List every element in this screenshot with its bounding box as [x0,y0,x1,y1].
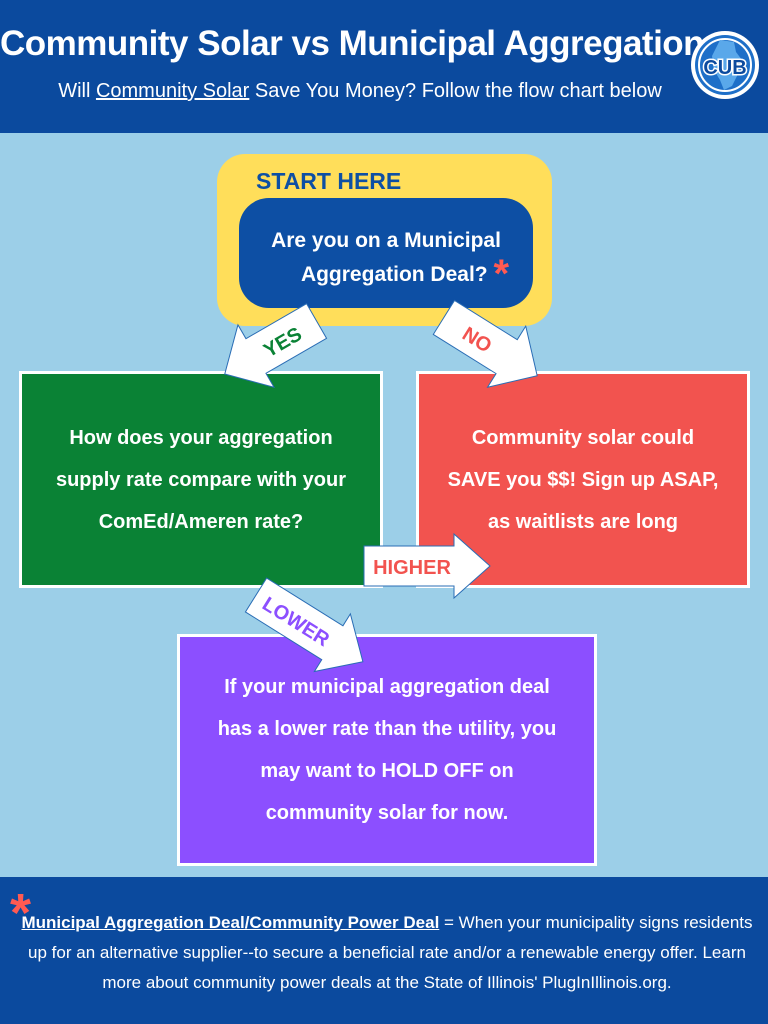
higher-label: HIGHER [373,557,451,579]
footer-definition: Municipal Aggregation Deal/Community Pow… [12,908,762,998]
subtitle-prefix: Will [58,80,96,102]
hold-off-box: If your municipal aggregation deal has a… [177,634,597,866]
no-arrow: NO [432,299,538,388]
compare-rate-text: How does your aggregation supply rate co… [55,426,347,533]
community-solar-link[interactable]: Community Solar [95,80,250,102]
page-title: Community Solar vs Municipal Aggregation [0,24,705,63]
footer-definition-text: = When your municipality signs residents… [28,913,753,992]
footer-asterisk: * [10,883,32,943]
start-question-line2: Aggregation Deal? [300,263,488,286]
lower-arrow: LOWER [244,577,364,673]
yes-arrow: YES [224,302,328,388]
subtitle-suffix: Save You Money? Follow the flow chart be… [249,80,662,102]
logo-text: CUB [703,57,746,79]
page-subtitle: Will Community Solar Save You Money? Fol… [0,80,720,103]
footer-banner [0,877,768,1024]
start-question-box [239,198,533,308]
higher-arrow: HIGHER [363,532,491,600]
asterisk-marker: * [493,252,510,296]
cub-logo: CUB [691,31,759,99]
compare-rate-box: How does your aggregation supply rate co… [19,371,383,588]
start-question: Are you on a Municipal Aggregation Deal?… [239,224,533,294]
start-here-label: START HERE [256,168,402,194]
header-banner [0,0,768,133]
hold-off-text: If your municipal aggregation deal has a… [217,676,557,824]
start-question-line1: Are you on a Municipal [271,229,501,252]
footer-term: Municipal Aggregation Deal/Community Pow… [21,913,440,932]
save-money-text: Community solar could SAVE you $$! Sign … [447,426,719,533]
